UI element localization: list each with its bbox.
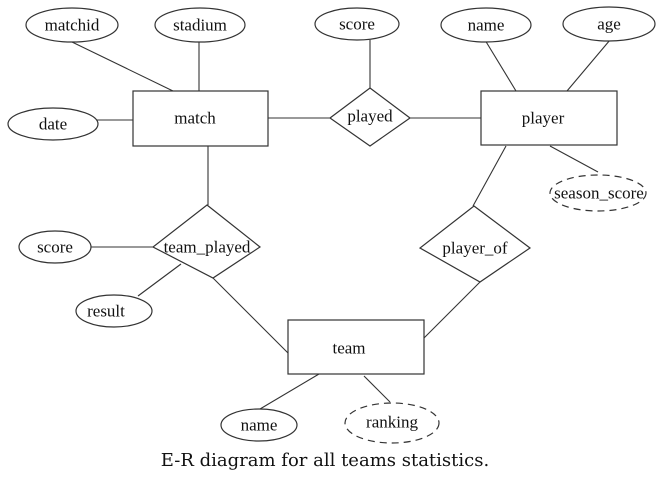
attribute-ellipse bbox=[314, 7, 400, 41]
entity-player: player bbox=[480, 90, 618, 146]
attribute-matchid: matchid bbox=[25, 7, 119, 43]
attribute-label: name bbox=[241, 416, 278, 435]
edge-team-played-team bbox=[212, 277, 289, 354]
relationship-diamond bbox=[328, 87, 412, 147]
attribute-label: date bbox=[39, 115, 67, 134]
entity-label: match bbox=[174, 109, 216, 128]
attribute-age: age bbox=[562, 6, 656, 42]
edges bbox=[71, 39, 611, 410]
attribute-label: age bbox=[597, 15, 621, 34]
attribute-ellipse bbox=[7, 107, 99, 141]
attribute-player-name: name bbox=[440, 7, 532, 43]
entity-box bbox=[132, 90, 269, 147]
attribute-label: stadium bbox=[173, 16, 227, 35]
edge-team-played-result bbox=[137, 263, 182, 297]
edge-player-season-score bbox=[549, 145, 599, 173]
attribute-label: score bbox=[37, 238, 73, 257]
attribute-team-name: name bbox=[220, 408, 298, 442]
edge-player-age bbox=[566, 39, 611, 92]
attribute-ellipse bbox=[220, 408, 298, 442]
entity-box bbox=[480, 90, 618, 146]
edge-team-ranking bbox=[363, 375, 391, 403]
relationship-label: player_of bbox=[442, 239, 507, 258]
attribute-date: date bbox=[7, 107, 99, 141]
attribute-ellipse bbox=[154, 7, 246, 43]
figure-caption: E-R diagram for all teams statistics. bbox=[160, 450, 490, 471]
attribute-label: matchid bbox=[45, 16, 100, 35]
edge-player-player-of bbox=[472, 145, 507, 207]
attribute-label: season_score bbox=[554, 184, 644, 203]
derived-attribute-ellipse bbox=[549, 174, 647, 212]
relationship-diamond bbox=[418, 205, 532, 283]
entity-team: team bbox=[287, 319, 425, 375]
attribute-label: result bbox=[87, 302, 125, 321]
attribute-season-score: season_score bbox=[549, 174, 647, 212]
attribute-result: result bbox=[75, 294, 153, 328]
attribute-ellipse bbox=[440, 7, 532, 43]
edge-match-matchid bbox=[71, 41, 174, 92]
derived-attribute-ellipse bbox=[344, 402, 440, 444]
edge-player-of-team bbox=[423, 281, 481, 339]
attribute-ellipse bbox=[25, 7, 119, 43]
attribute-played-score: score bbox=[314, 7, 400, 41]
edge-player-name bbox=[484, 39, 517, 92]
relationship-player-of: player_of bbox=[418, 205, 532, 283]
entity-box bbox=[287, 319, 425, 375]
attribute-label: score bbox=[339, 15, 375, 34]
entity-label: team bbox=[332, 339, 365, 358]
attribute-stadium: stadium bbox=[154, 7, 246, 43]
entity-match: match bbox=[132, 90, 269, 147]
attribute-ellipse bbox=[18, 230, 92, 264]
edge-team-name bbox=[259, 373, 320, 410]
relationship-played: played bbox=[328, 87, 412, 147]
relationship-diamond bbox=[151, 204, 262, 279]
relationship-team-played: team_played bbox=[151, 204, 262, 279]
entity-label: player bbox=[522, 109, 565, 128]
relationship-label: team_played bbox=[164, 238, 251, 257]
attribute-label: name bbox=[468, 16, 505, 35]
attribute-ranking: ranking bbox=[344, 402, 440, 444]
attribute-label: ranking bbox=[366, 413, 418, 432]
attribute-ellipse bbox=[562, 6, 656, 42]
attribute-ellipse bbox=[75, 294, 153, 328]
attribute-team-played-score: score bbox=[18, 230, 92, 264]
relationship-label: played bbox=[347, 107, 393, 126]
